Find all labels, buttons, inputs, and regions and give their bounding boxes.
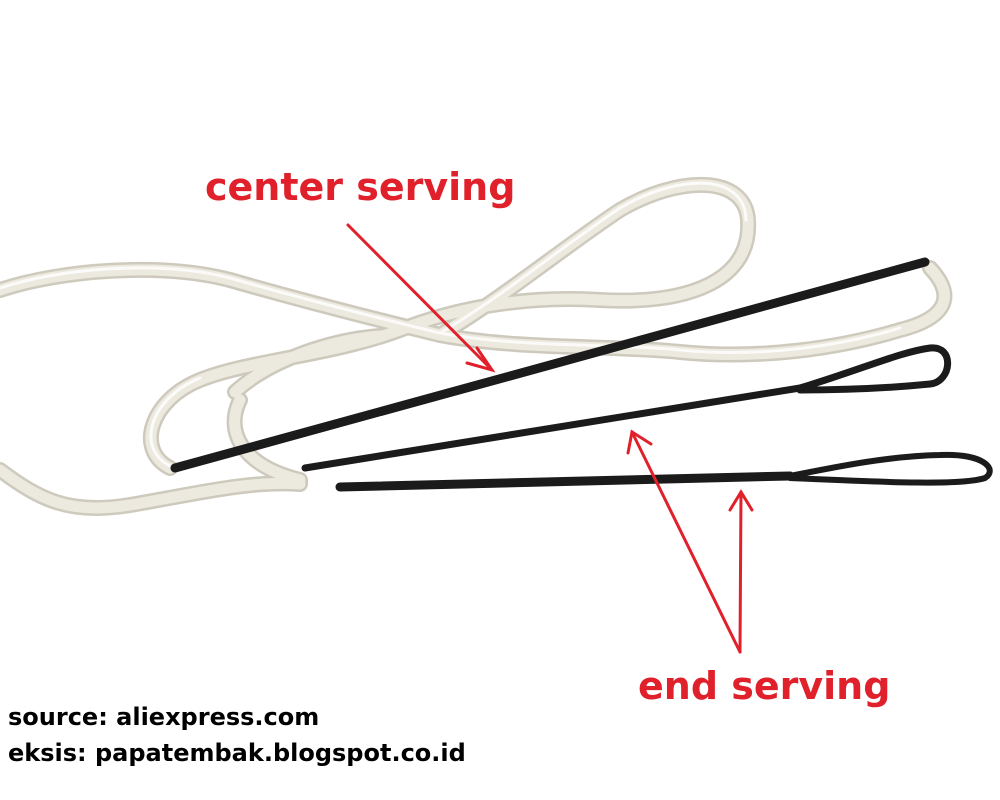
source-credit: source: aliexpress.com xyxy=(8,703,320,731)
end-serving-loop-lower xyxy=(787,451,993,486)
arrow-center-serving xyxy=(346,223,494,372)
eksis-credit: eksis: papatembak.blogspot.co.id xyxy=(8,739,466,767)
servings xyxy=(170,257,993,492)
arrowhead-end-right xyxy=(728,489,754,512)
annotation-arrows xyxy=(346,223,754,654)
arrow-end-serving-right xyxy=(738,490,743,654)
arrowhead-end-left xyxy=(626,429,653,455)
arrowhead-center xyxy=(465,346,496,373)
end-serving-loop-middle xyxy=(796,344,952,394)
end-serving-lower xyxy=(335,471,795,492)
center-serving-strand xyxy=(170,257,930,473)
end-serving-label: end serving xyxy=(638,664,891,708)
arrow-end-serving-left xyxy=(630,430,742,654)
center-serving-label: center serving xyxy=(205,165,516,209)
string-fibers xyxy=(0,177,953,517)
end-serving-middle xyxy=(301,384,804,472)
